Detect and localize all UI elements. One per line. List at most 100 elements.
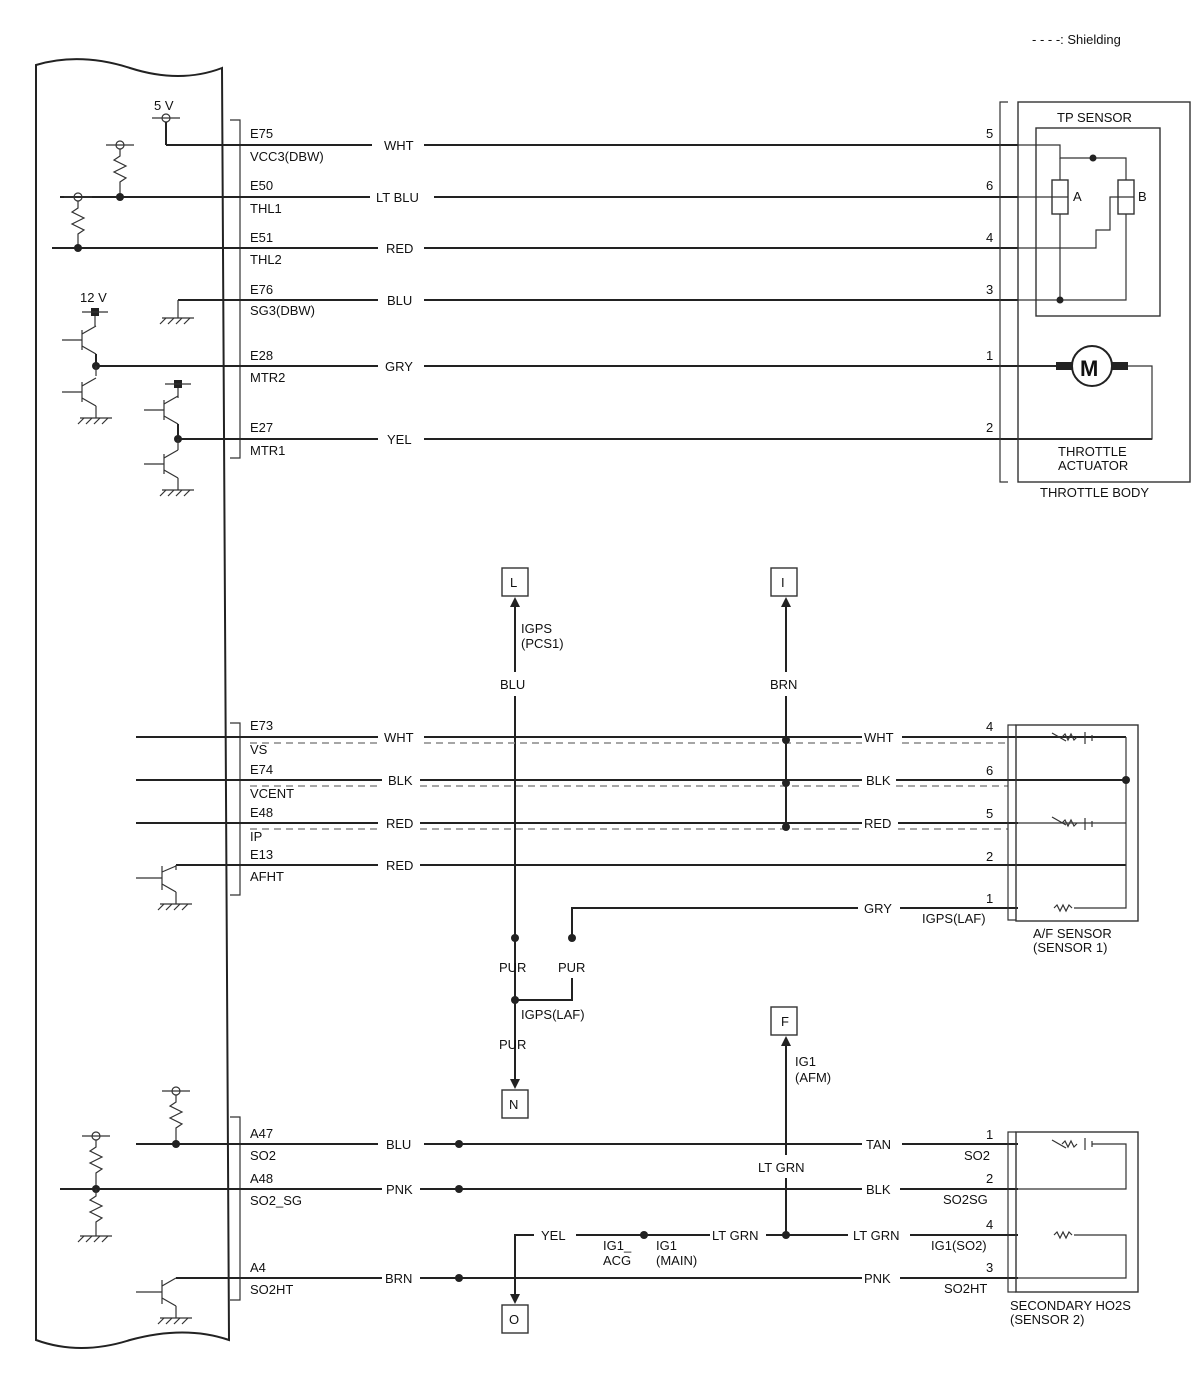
color-ltgrn-vertical: LT GRN bbox=[758, 1160, 804, 1175]
sig-vs: VS bbox=[250, 742, 268, 757]
term-2-af: 2 bbox=[986, 849, 993, 864]
transistor-driver-afht bbox=[136, 865, 192, 911]
wire-e73 bbox=[136, 736, 1126, 744]
sig-so2sg: SO2_SG bbox=[250, 1193, 302, 1208]
color-pur-right: PUR bbox=[558, 960, 585, 975]
color-red-e48: RED bbox=[386, 816, 413, 831]
shielding-legend: - - - -: Shielding bbox=[1032, 32, 1121, 47]
sig-vcent: VCENT bbox=[250, 786, 294, 801]
wire-igps-pcs1 bbox=[510, 597, 520, 1086]
pin-e50: E50 bbox=[250, 178, 273, 193]
sig-mtr1: MTR1 bbox=[250, 443, 285, 458]
color-pnk-a4-right: PNK bbox=[864, 1271, 891, 1286]
connector-o: O bbox=[509, 1312, 519, 1327]
connector-f-box bbox=[770, 1006, 798, 1036]
sig-thl1: THL1 bbox=[250, 201, 282, 216]
pin-a47: A47 bbox=[250, 1126, 273, 1141]
sig-vcc3: VCC3(DBW) bbox=[250, 149, 324, 164]
color-brn-a4: BRN bbox=[385, 1271, 412, 1286]
color-blk-e74: BLK bbox=[388, 773, 413, 788]
throttle-motor-icon bbox=[1018, 345, 1153, 440]
ig1-afm-2: (AFM) bbox=[795, 1070, 831, 1085]
ho2s-label-1: SECONDARY HO2S bbox=[1010, 1298, 1131, 1313]
throttle-actuator-label-1: THROTTLE bbox=[1058, 444, 1127, 459]
term-2-ho2s: 2 bbox=[986, 1171, 993, 1186]
pullup-resistor-thl1 bbox=[106, 140, 134, 201]
af-connector-bracket bbox=[1007, 724, 1016, 921]
throttle-connector-bracket bbox=[999, 101, 1008, 483]
connector-i-box bbox=[770, 567, 798, 597]
pin-e73: E73 bbox=[250, 718, 273, 733]
term-1-ho2s: 1 bbox=[986, 1127, 993, 1142]
ig1-main-2: (MAIN) bbox=[656, 1253, 697, 1268]
term-sig-so2ht: SO2HT bbox=[944, 1281, 987, 1296]
ig1-main-1: IG1 bbox=[656, 1238, 677, 1253]
color-blk-e74-right: BLK bbox=[866, 773, 891, 788]
pin-e76: E76 bbox=[250, 282, 273, 297]
throttle-body-box bbox=[1017, 101, 1191, 483]
wire-gry-igps-laf bbox=[511, 907, 1018, 1004]
color-wht-e73: WHT bbox=[384, 730, 414, 745]
color-ltgrn-right: LT GRN bbox=[853, 1228, 899, 1243]
term-4-ho2s: 4 bbox=[986, 1217, 993, 1232]
connector-l-box bbox=[501, 567, 529, 597]
color-blk-a48-right: BLK bbox=[866, 1182, 891, 1197]
color-blu-e76: BLU bbox=[387, 293, 412, 308]
af-sensor-circuit bbox=[1018, 732, 1130, 913]
throttle-body-label: THROTTLE BODY bbox=[1040, 485, 1149, 500]
color-gry-e28: GRY bbox=[385, 359, 413, 374]
color-pnk-a48: PNK bbox=[386, 1182, 413, 1197]
color-brn-vertical: BRN bbox=[770, 677, 797, 692]
ground-icon bbox=[159, 300, 194, 325]
igps-pcs1-1: IGPS bbox=[521, 621, 552, 636]
wire-brn-vertical bbox=[781, 597, 791, 827]
pin-e75: E75 bbox=[250, 126, 273, 141]
color-red-e51: RED bbox=[386, 241, 413, 256]
pin-e51: E51 bbox=[250, 230, 273, 245]
color-red-e13: RED bbox=[386, 858, 413, 873]
wire-a48 bbox=[60, 1185, 1018, 1193]
ig1-acg-2: ACG bbox=[603, 1253, 631, 1268]
color-red-e48-right: RED bbox=[864, 816, 891, 831]
ho2s-connector-bracket bbox=[1007, 1131, 1016, 1293]
pin-e13: E13 bbox=[250, 847, 273, 862]
sig-sg3: SG3(DBW) bbox=[250, 303, 315, 318]
ecm-outline bbox=[35, 58, 231, 1349]
transistor-driver-mtr2 bbox=[62, 308, 112, 425]
connector-bracket-middle bbox=[230, 722, 241, 896]
color-pur-down: PUR bbox=[499, 1037, 526, 1052]
term-4-af: 4 bbox=[986, 719, 993, 734]
sig-mtr2: MTR2 bbox=[250, 370, 285, 385]
ig1-afm-1: IG1 bbox=[795, 1054, 816, 1069]
color-blu-a47: BLU bbox=[386, 1137, 411, 1152]
color-yel-ig1: YEL bbox=[541, 1228, 566, 1243]
term-6-af: 6 bbox=[986, 763, 993, 778]
connector-n: N bbox=[509, 1097, 518, 1112]
pin-e74: E74 bbox=[250, 762, 273, 777]
voltage-12v: 12 V bbox=[80, 290, 107, 305]
wire-a4 bbox=[176, 1274, 1018, 1282]
igps-laf-term-label: IGPS(LAF) bbox=[922, 911, 986, 926]
color-wht-e73-right: WHT bbox=[864, 730, 894, 745]
color-yel-e27: YEL bbox=[387, 432, 412, 447]
transistor-driver-mtr1 bbox=[144, 380, 194, 497]
sig-thl2: THL2 bbox=[250, 252, 282, 267]
connector-o-box bbox=[501, 1304, 529, 1334]
pulldown-resistor-thl1 bbox=[64, 192, 92, 252]
tp-element-b: B bbox=[1138, 189, 1147, 204]
tp-sensor-box bbox=[1035, 127, 1161, 317]
transistor-driver-so2ht bbox=[136, 1277, 192, 1325]
connector-l: L bbox=[510, 575, 517, 590]
term-2-motor: 2 bbox=[986, 420, 993, 435]
pin-a4: A4 bbox=[250, 1260, 266, 1275]
term-5-af: 5 bbox=[986, 806, 993, 821]
wire-e48 bbox=[136, 822, 1018, 831]
connector-f: F bbox=[781, 1014, 789, 1029]
pin-a48: A48 bbox=[250, 1171, 273, 1186]
color-wht-e75: WHT bbox=[384, 138, 414, 153]
term-1-motor: 1 bbox=[986, 348, 993, 363]
term-5-tp: 5 bbox=[986, 126, 993, 141]
color-tan: TAN bbox=[866, 1137, 891, 1152]
ho2s-label-2: (SENSOR 2) bbox=[1010, 1312, 1084, 1327]
